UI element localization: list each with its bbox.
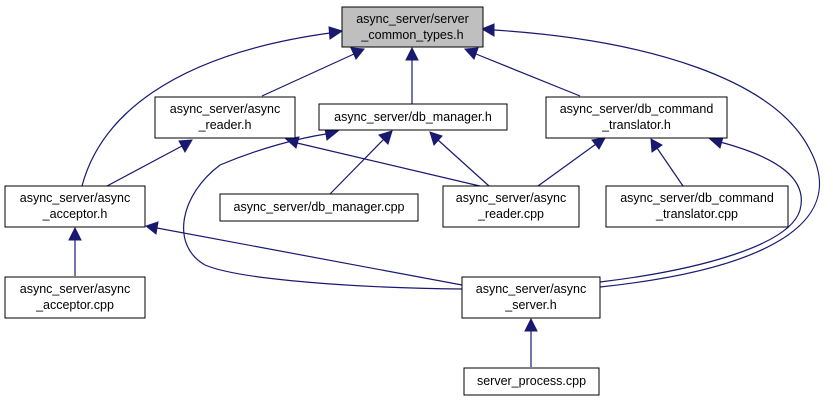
node-label-line1: async_server/async <box>170 102 280 116</box>
edge-async-server-h-to-db-command-translator-h <box>599 141 802 283</box>
edge-arrowhead <box>284 136 300 149</box>
node-async-server-h[interactable]: async_server/async _server.h <box>461 276 601 319</box>
graph-nodes: async_server/server _common_types.h asyn… <box>4 6 789 396</box>
node-label-line1: async_server/db_manager.cpp <box>234 200 405 214</box>
node-db-manager-h[interactable]: async_server/db_manager.h <box>318 103 508 131</box>
node-label-line1: async_server/db_command <box>560 102 714 116</box>
edge-arrowhead <box>650 138 663 153</box>
node-box <box>341 6 484 48</box>
edge-async-acceptor-h-to-common-types <box>81 32 331 187</box>
edge-arrowhead <box>144 221 159 235</box>
node-box <box>154 96 296 139</box>
edge-db-command-translator-h-to-common-types <box>475 53 581 97</box>
node-async-reader-cpp[interactable]: async_server/async _reader.cpp <box>442 185 580 228</box>
edge-arrowhead <box>378 130 393 145</box>
node-box <box>442 185 580 228</box>
node-label-line2: _translator.h <box>601 118 671 132</box>
edge-async-server-h-to-common-types <box>493 29 821 288</box>
node-box <box>219 193 419 222</box>
node-label-line1: async_server/async <box>476 282 586 296</box>
edge-arrowhead <box>405 46 419 61</box>
edge-arrowhead <box>328 26 344 40</box>
node-label-line2: _acceptor.cpp <box>35 298 114 312</box>
node-box <box>4 276 146 319</box>
node-label-line2: _acceptor.h <box>42 207 108 221</box>
node-label-line1: async_server/server <box>356 12 469 26</box>
node-async-acceptor-cpp[interactable]: async_server/async _acceptor.cpp <box>4 276 146 319</box>
node-server-common-types-h[interactable]: async_server/server _common_types.h <box>341 6 484 48</box>
node-label-line2: _reader.h <box>198 118 252 132</box>
edge-async-reader-cpp-to-db-command-translator-h <box>537 143 597 187</box>
node-async-acceptor-h[interactable]: async_server/async _acceptor.h <box>4 185 146 228</box>
node-label-line1: async_server/async <box>20 191 130 205</box>
node-label-line1: async_server/db_command <box>620 191 774 205</box>
node-label-line2: _translator.cpp <box>655 207 738 221</box>
graph-edges <box>68 23 821 367</box>
node-async-reader-h[interactable]: async_server/async _reader.h <box>154 96 296 139</box>
edge-arrowhead <box>524 317 538 332</box>
node-label-line1: async_server/db_manager.h <box>334 110 492 124</box>
node-label-line2: _common_types.h <box>360 28 463 42</box>
node-label-line1: async_server/async <box>20 282 130 296</box>
edge-async-acceptor-h-to-async-reader-h <box>106 145 183 187</box>
node-label-line1: async_server/async <box>456 191 566 205</box>
node-box <box>545 96 728 139</box>
node-box <box>463 367 600 396</box>
node-label-line2: _reader.cpp <box>477 207 544 221</box>
node-label-line1: server_process.cpp <box>477 374 586 388</box>
edge-arrowhead <box>591 137 606 150</box>
edge-async-reader-cpp-to-db-manager-h <box>437 139 490 187</box>
edge-async-server-h-to-async-acceptor-h <box>156 227 463 286</box>
node-box <box>605 185 789 228</box>
edge-arrowhead <box>68 226 82 241</box>
edge-db-manager-cpp-to-db-manager-h <box>329 138 385 195</box>
node-server-process-cpp[interactable]: server_process.cpp <box>463 367 600 396</box>
edge-arrowhead <box>708 136 724 149</box>
edge-async-reader-h-to-common-types <box>261 53 355 97</box>
edge-arrowhead <box>429 131 443 146</box>
edge-arrowhead <box>350 47 365 60</box>
node-box <box>4 185 146 228</box>
node-box <box>318 103 508 131</box>
edge-async-reader-cpp-to-async-reader-h <box>296 142 485 188</box>
edge-db-command-translator-cpp-to-h <box>656 147 684 187</box>
node-db-command-translator-h[interactable]: async_server/db_command _translator.h <box>545 96 728 139</box>
edge-arrowhead <box>480 23 495 37</box>
node-db-command-translator-cpp[interactable]: async_server/db_command _translator.cpp <box>605 185 789 228</box>
edge-async-server-h-to-db-manager-h <box>183 133 463 290</box>
node-box <box>461 276 601 319</box>
node-db-manager-cpp[interactable]: async_server/db_manager.cpp <box>219 193 419 222</box>
node-label-line2: _server.h <box>504 298 556 312</box>
edge-arrowhead <box>178 139 193 154</box>
edge-arrowhead <box>463 47 479 60</box>
